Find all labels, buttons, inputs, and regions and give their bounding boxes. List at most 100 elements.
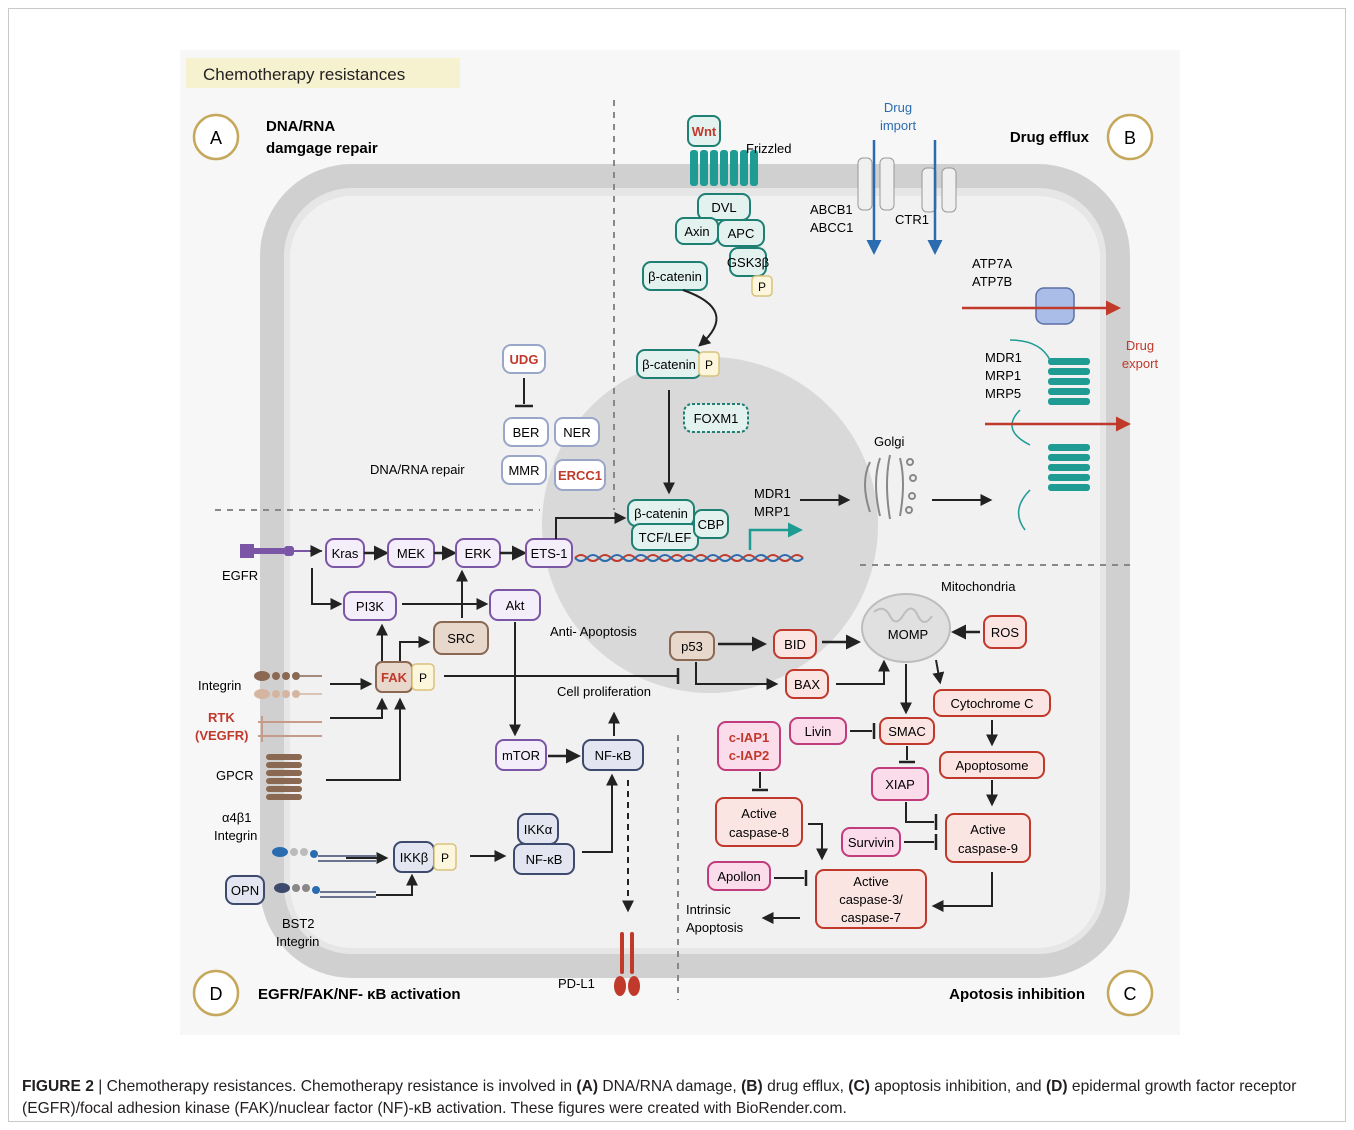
svg-text:GSK3β: GSK3β [727,255,769,270]
svg-text:ATP7B: ATP7B [972,274,1012,289]
svg-text:Active: Active [741,806,776,821]
svg-text:c-IAP2: c-IAP2 [729,748,769,763]
figure-caption: FIGURE 2 | Chemotherapy resistances. Che… [22,1076,1332,1120]
panel-b: B Drug efflux [1010,113,1154,161]
svg-text:FAK: FAK [381,670,408,685]
svg-text:BST2: BST2 [282,916,315,931]
svg-text:ETS-1: ETS-1 [531,546,568,561]
svg-text:XIAP: XIAP [885,777,915,792]
svg-text:CBP: CBP [698,517,725,532]
svg-text:Axin: Axin [684,224,709,239]
svg-text:c-IAP1: c-IAP1 [729,730,769,745]
svg-text:FOXM1: FOXM1 [694,411,739,426]
svg-text:caspase-7: caspase-7 [841,910,901,925]
svg-text:C: C [1124,984,1137,1004]
svg-text:D: D [210,984,223,1004]
svg-text:ABCC1: ABCC1 [810,220,853,235]
panel-c: C Apotosis inhibition [949,969,1154,1017]
svg-text:caspase-9: caspase-9 [958,841,1018,856]
svg-text:MDR1: MDR1 [754,486,791,501]
svg-text:p53: p53 [681,639,703,654]
egfr-pathway: EGFR Kras MEK ERK ETS-1 PI3K Akt SRC FAK… [195,512,680,996]
svg-text:mTOR: mTOR [502,748,540,763]
svg-text:APC: APC [728,226,755,241]
svg-text:Anti- Apoptosis: Anti- Apoptosis [550,624,637,639]
gpcr-icon [266,754,302,800]
svg-text:export: export [1122,356,1159,371]
caption-text-2: DNA/RNA damage, [598,1078,742,1095]
svg-text:ABCB1: ABCB1 [810,202,853,217]
svg-text:Akt: Akt [506,598,525,613]
apoptosis-pathway: p53 BID BAX MOMP Mitochondria ROS Cytoch… [669,579,1051,935]
figure-frame [8,8,1346,1122]
svg-text:DNA/RNA repair: DNA/RNA repair [370,462,465,477]
svg-text:Apoptosis: Apoptosis [686,920,744,935]
svg-text:P: P [758,280,766,294]
caption-ref-b: (B) [741,1078,763,1095]
svg-text:β-catenin: β-catenin [634,506,688,521]
rtk-icon [258,716,322,742]
svg-text:TCF/LEF: TCF/LEF [639,530,692,545]
svg-text:DNA/RNA: DNA/RNA [266,118,335,135]
svg-text:NF-κB: NF-κB [526,852,563,867]
svg-text:EGFR/FAK/NF- κB activation: EGFR/FAK/NF- κB activation [258,986,461,1003]
svg-text:Drug: Drug [884,100,912,115]
svg-text:NF-κB: NF-κB [595,748,632,763]
svg-text:Apoptosome: Apoptosome [956,758,1029,773]
frizzled-receptor [690,150,758,186]
figure-title: Chemotherapy resistances [203,65,405,84]
svg-text:Apollon: Apollon [717,869,760,884]
svg-text:EGFR: EGFR [222,568,258,583]
svg-text:SMAC: SMAC [888,724,926,739]
svg-text:PD-L1: PD-L1 [558,976,595,991]
svg-text:damgage repair: damgage repair [266,140,378,157]
caption-text-4: apoptosis inhibition, and [869,1078,1046,1095]
svg-text:β-catenin: β-catenin [648,269,702,284]
caption-text-5: epidermal growth factor receptor (EGFR)/… [22,1078,1297,1117]
svg-text:MEK: MEK [397,546,426,561]
svg-text:GPCR: GPCR [216,768,254,783]
svg-text:MMR: MMR [508,463,539,478]
svg-text:Kras: Kras [332,546,359,561]
drug-efflux: Drug import ABCB1 ABCC1 CTR1 ATP7A ATP7B… [810,100,1159,531]
svg-text:Apotosis inhibition: Apotosis inhibition [949,986,1085,1003]
svg-text:P: P [705,358,713,372]
caption-ref-d: (D) [1045,1078,1068,1095]
svg-text:Survivin: Survivin [848,835,894,850]
svg-text:Drug: Drug [1126,338,1154,353]
svg-text:IKKα: IKKα [524,822,553,837]
svg-text:SRC: SRC [447,631,474,646]
svg-text:OPN: OPN [231,883,259,898]
svg-text:B: B [1124,128,1136,148]
svg-text:Intrinsic: Intrinsic [686,902,731,917]
integrin-icon [254,671,322,699]
caption-ref-a: (A) [576,1078,599,1095]
mitochondria-icon [861,593,951,663]
svg-text:MOMP: MOMP [888,627,928,642]
svg-text:P: P [441,851,449,865]
svg-text:UDG: UDG [510,352,539,367]
svg-text:ERK: ERK [465,546,492,561]
caption-separator: | [93,1078,107,1095]
svg-text:PI3K: PI3K [356,599,385,614]
svg-text:import: import [880,118,917,133]
caption-ref-c: (C) [848,1078,870,1095]
title-bar [186,58,460,88]
svg-text:Wnt: Wnt [692,124,717,139]
pdl1-icon [614,932,640,996]
caption-text-1: Chemotherapy resistances. Chemotherapy r… [106,1078,577,1095]
svg-text:ERCC1: ERCC1 [558,468,602,483]
svg-text:Integrin: Integrin [214,828,257,843]
svg-text:Mitochondria: Mitochondria [941,579,1016,594]
caption-text-3: drug efflux, [762,1078,849,1095]
svg-text:(VEGFR): (VEGFR) [195,728,248,743]
svg-text:BER: BER [513,425,540,440]
svg-text:Cell proliferation: Cell proliferation [557,684,651,699]
svg-text:MRP1: MRP1 [754,504,790,519]
svg-text:RTK: RTK [208,710,235,725]
panel-a: A DNA/RNA damgage repair [192,113,378,161]
svg-text:BID: BID [784,637,806,652]
svg-text:α4β1: α4β1 [222,810,251,825]
svg-text:CTR1: CTR1 [895,212,929,227]
svg-text:P: P [419,671,427,685]
